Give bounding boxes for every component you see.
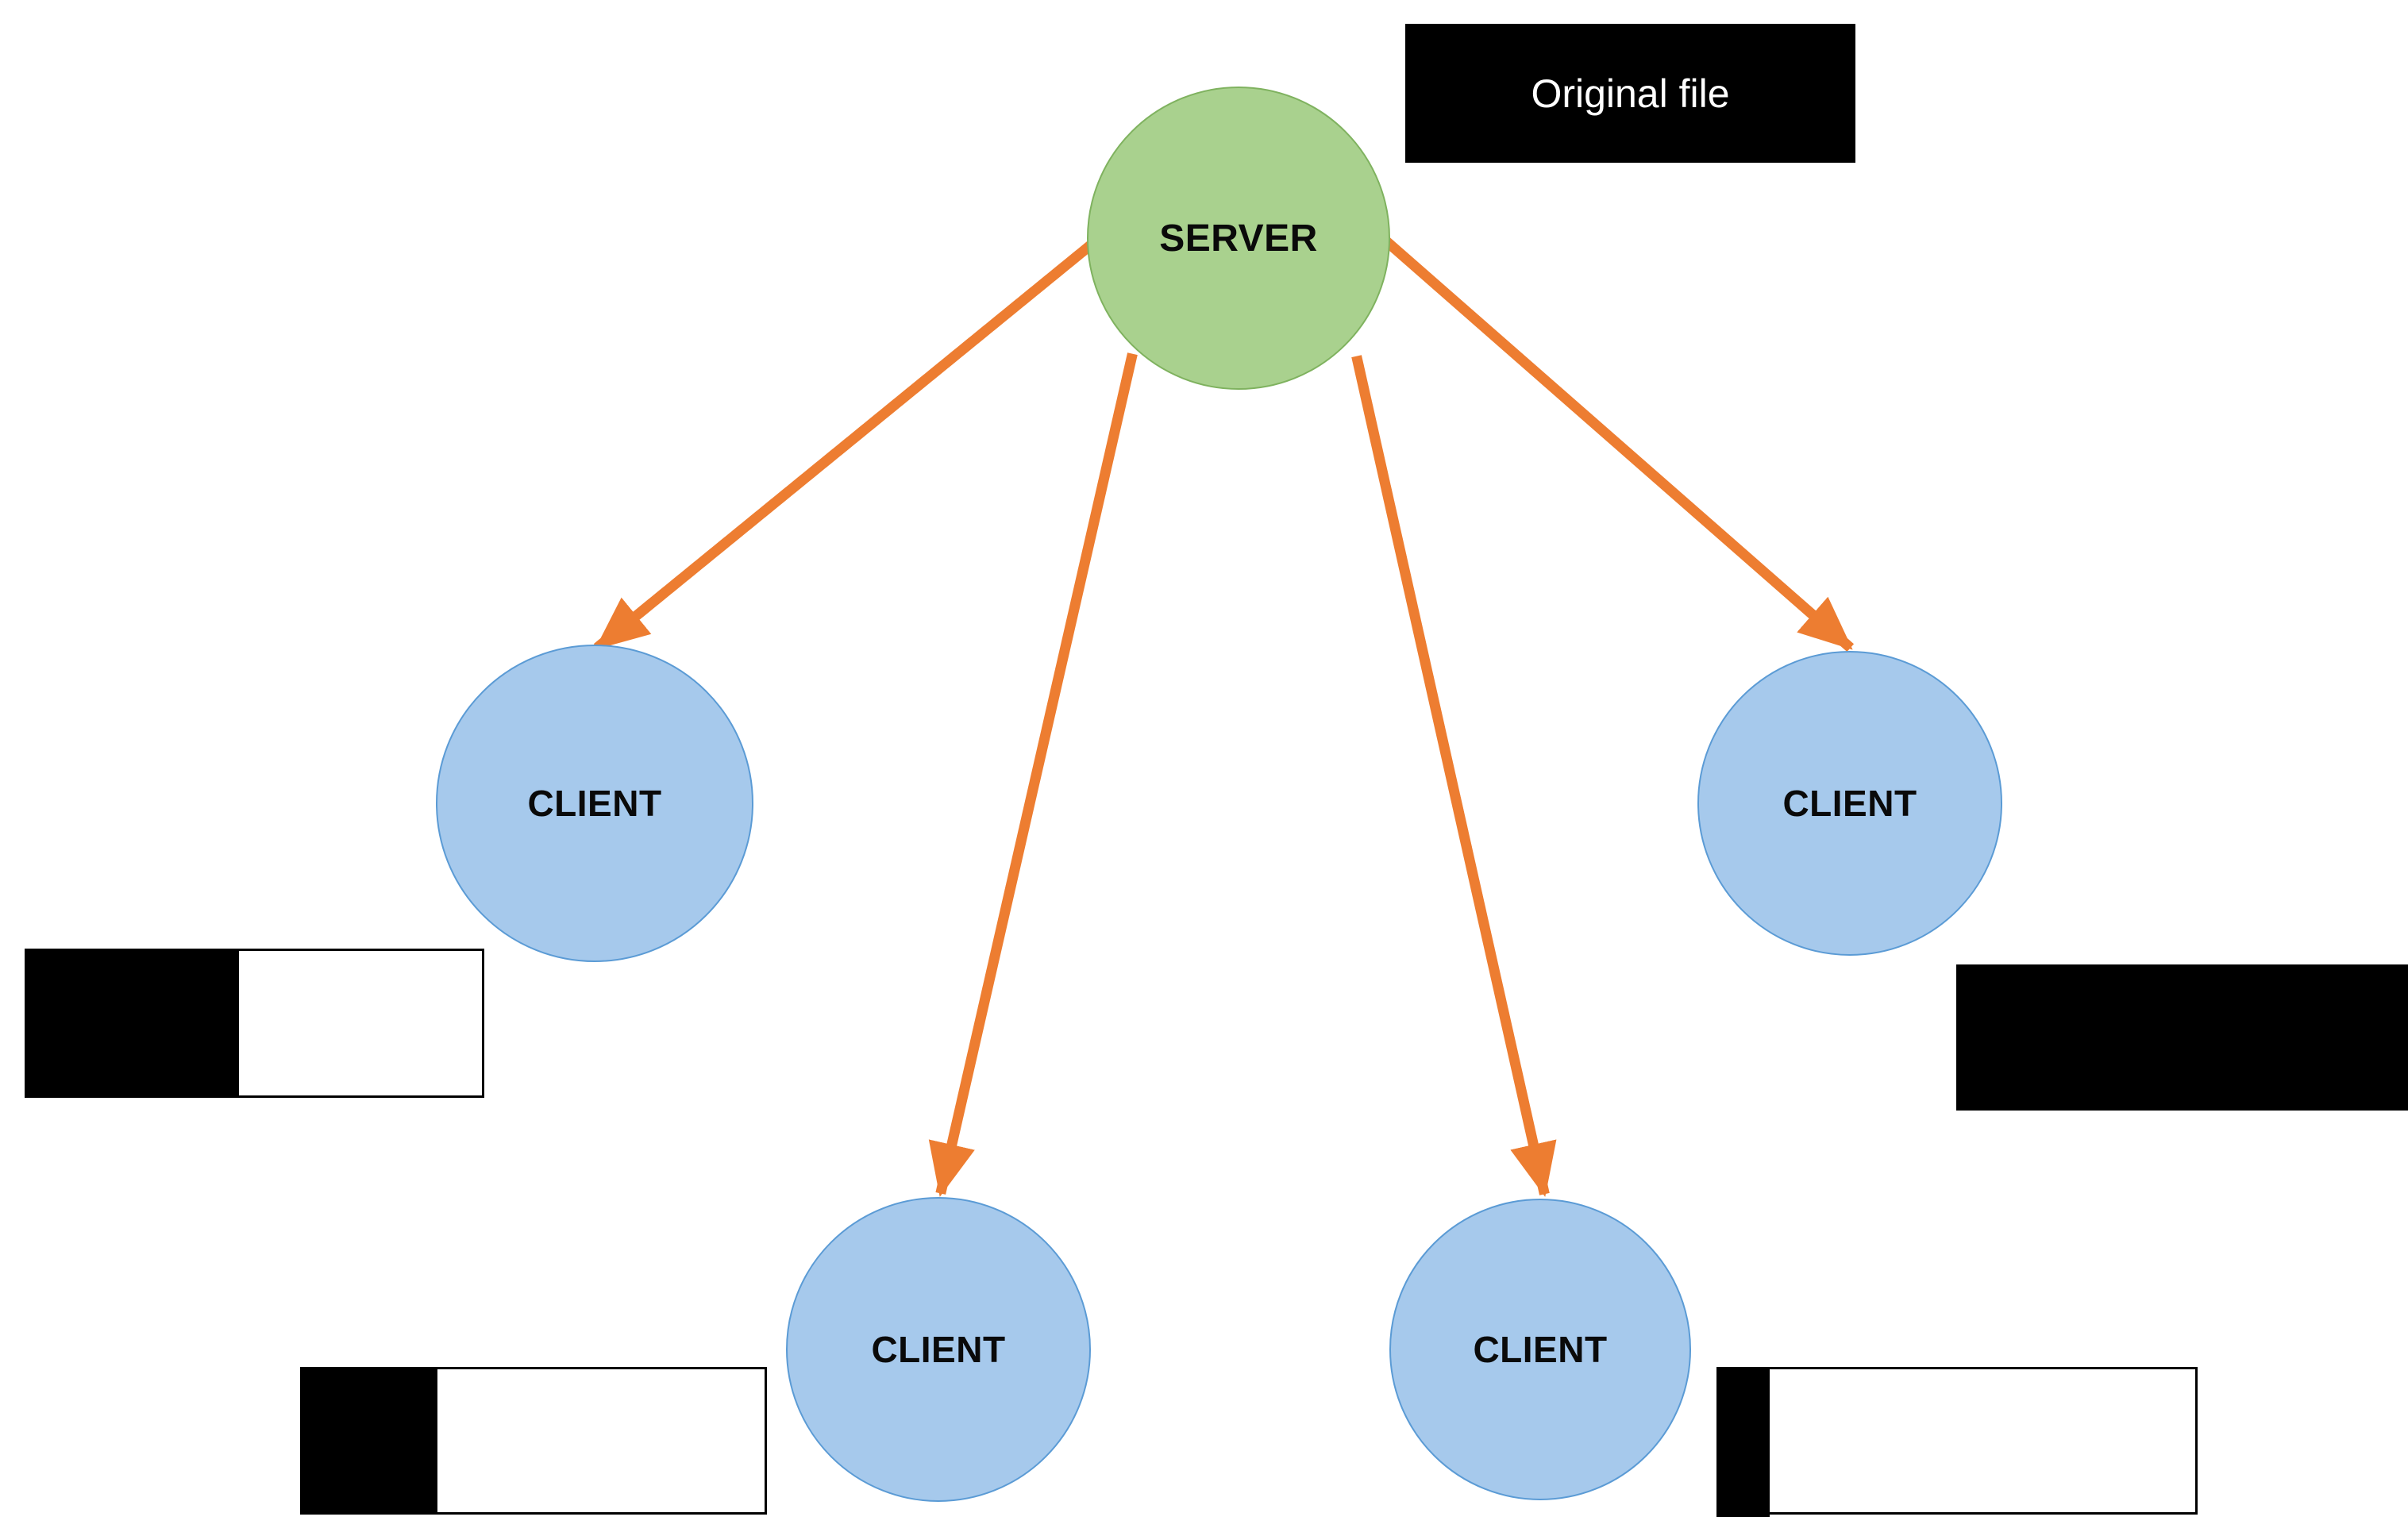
node-server-label: SERVER xyxy=(1159,217,1318,260)
edge-server-client-4 xyxy=(1351,355,1557,1197)
redaction-bottom-left xyxy=(300,1367,767,1515)
redaction-bottom-right xyxy=(1716,1367,2198,1517)
edge-server-client-1 xyxy=(593,232,1105,653)
node-server[interactable]: SERVER xyxy=(1087,87,1390,390)
original-file-label: Original file xyxy=(1531,71,1730,116)
node-client-3-label: CLIENT xyxy=(871,1329,1006,1370)
redaction-left-fill xyxy=(25,949,239,1098)
node-client-2[interactable]: CLIENT xyxy=(1697,651,2002,956)
node-client-1[interactable]: CLIENT xyxy=(436,645,753,962)
redaction-bottom-left-fill xyxy=(300,1367,437,1515)
node-client-3[interactable]: CLIENT xyxy=(786,1197,1091,1502)
redaction-right xyxy=(1956,964,2408,1111)
node-client-4-label: CLIENT xyxy=(1473,1329,1608,1370)
redaction-left xyxy=(25,949,484,1098)
node-client-1-label: CLIENT xyxy=(527,783,662,824)
node-client-2-label: CLIENT xyxy=(1782,783,1917,824)
edge-server-client-2 xyxy=(1377,232,1855,653)
node-client-4[interactable]: CLIENT xyxy=(1389,1199,1691,1500)
redaction-bottom-right-fill xyxy=(1716,1367,1770,1517)
edge-server-client-3 xyxy=(928,352,1138,1197)
original-file-callout: Original file xyxy=(1405,24,1855,163)
